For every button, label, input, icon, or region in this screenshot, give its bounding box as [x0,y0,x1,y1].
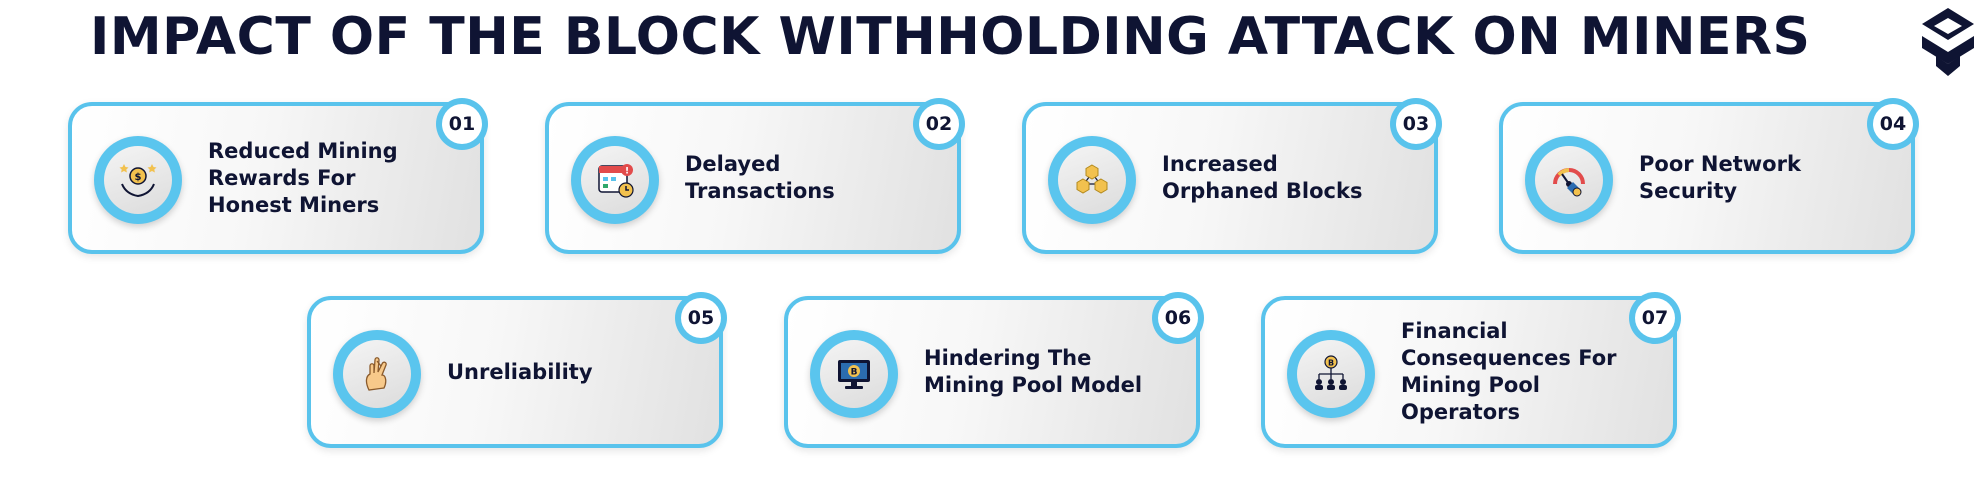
card-label: Financial Consequences For Mining Pool O… [1401,319,1617,424]
card-poor-network-security: Poor Network Security 04 [1499,98,1919,254]
brand-logo [1922,8,1974,76]
card-financial-consequences: B Financial Consequences For Mining Pool… [1261,292,1681,448]
icon-badge: $ [94,136,182,224]
svg-text:B: B [1328,359,1334,368]
icon-badge [333,330,421,418]
bitcoin-monitor-icon: B [838,360,870,389]
card-number-badge: 04 [1867,98,1919,150]
card-delayed-transactions: ! Delayed Transactions 02 [545,98,965,254]
icon-badge: ! [571,136,659,224]
card-label: Reduced Mining Rewards For Honest Miners [208,138,398,217]
crossed-fingers-icon [365,357,387,391]
card-label: Hindering The Mining Pool Model [924,346,1143,397]
page-title: IMPACT OF THE BLOCK WITHHOLDING ATTACK O… [90,7,1811,67]
card-number-badge: 01 [436,98,488,150]
card-unreliability: Unreliability 05 [307,292,727,448]
card-increased-orphaned-blocks: Increased Orphaned Blocks 03 [1022,98,1442,254]
card-number-badge: 06 [1152,292,1204,344]
calendar-clock-icon: ! [598,164,634,198]
reward-coin-hands-icon: $ [119,164,157,198]
card-reduced-mining-rewards: $ Reduced Mining Rewards For Honest Mine… [68,98,488,254]
icon-badge: B [810,330,898,418]
card-label: Delayed Transactions [685,152,835,203]
icon-badge: B [1287,330,1375,418]
icon-badge [1525,136,1613,224]
svg-text:!: ! [625,167,629,177]
card-label: Increased Orphaned Blocks [1162,152,1363,203]
card-hindering-mining-pool-model: B Hindering The Mining Pool Model 06 [784,292,1204,448]
security-gauge-icon [1553,168,1585,197]
bitcoin-network-icon: B [1315,355,1347,390]
card-number-badge: 02 [913,98,965,150]
icon-badge [1048,136,1136,224]
card-label: Poor Network Security [1639,152,1801,203]
connected-blocks-icon [1076,164,1108,194]
svg-text:B: B [851,368,858,378]
card-number-badge: 05 [675,292,727,344]
card-label: Unreliability [447,359,593,384]
card-number-badge: 03 [1390,98,1442,150]
card-number-badge: 07 [1629,292,1681,344]
svg-text:$: $ [135,172,142,183]
